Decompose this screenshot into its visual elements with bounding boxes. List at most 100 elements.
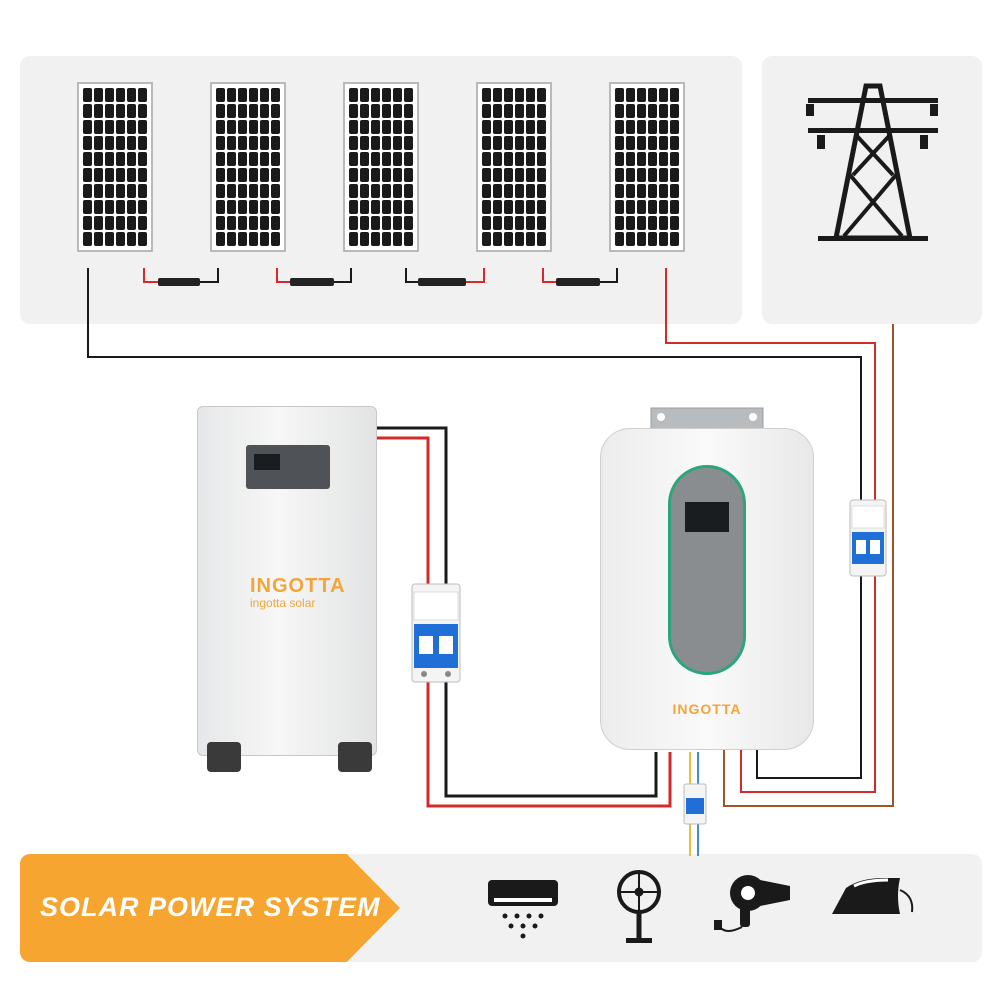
solar-cell	[615, 120, 624, 134]
solar-cell	[105, 184, 114, 198]
solar-cell	[637, 136, 646, 150]
solar-cell	[271, 136, 280, 150]
solar-cell	[515, 120, 524, 134]
solar-cell	[670, 168, 679, 182]
solar-cell	[249, 200, 258, 214]
dc-breaker	[411, 583, 461, 683]
solar-cell	[626, 216, 635, 230]
solar-cell	[127, 200, 136, 214]
solar-cell	[404, 200, 413, 214]
solar-cell	[637, 104, 646, 118]
solar-cell	[626, 184, 635, 198]
solar-cell	[648, 152, 657, 166]
solar-cell	[404, 184, 413, 198]
solar-cell	[94, 168, 103, 182]
solar-cell	[648, 184, 657, 198]
solar-cell	[537, 104, 546, 118]
solar-cell	[227, 232, 236, 246]
solar-cell	[83, 88, 92, 102]
solar-panel-5	[609, 82, 685, 252]
solar-cell	[227, 120, 236, 134]
solar-cell	[349, 168, 358, 182]
solar-cell	[526, 104, 535, 118]
solar-cell	[260, 184, 269, 198]
solar-cell	[216, 200, 225, 214]
solar-cell	[94, 120, 103, 134]
solar-cell	[615, 136, 624, 150]
solar-cell	[659, 88, 668, 102]
solar-cell	[138, 184, 147, 198]
solar-cell	[360, 136, 369, 150]
solar-cell	[626, 104, 635, 118]
solar-cell	[382, 88, 391, 102]
solar-cell	[504, 104, 513, 118]
solar-cell	[382, 232, 391, 246]
solar-cell	[127, 168, 136, 182]
solar-cell	[515, 88, 524, 102]
fan-icon	[617, 870, 661, 943]
battery-positive-wire	[377, 436, 672, 808]
solar-cell	[83, 200, 92, 214]
solar-cell	[482, 152, 491, 166]
mc4-connector-1	[143, 268, 219, 286]
solar-cell	[360, 88, 369, 102]
solar-cell	[371, 232, 380, 246]
solar-cell	[626, 136, 635, 150]
solar-cell	[482, 184, 491, 198]
solar-cell	[249, 232, 258, 246]
solar-cell	[493, 88, 502, 102]
solar-cell	[515, 136, 524, 150]
solar-cell	[349, 120, 358, 134]
solar-cell	[482, 88, 491, 102]
solar-cell	[659, 184, 668, 198]
solar-cell	[393, 168, 402, 182]
solar-cell	[670, 152, 679, 166]
solar-cell	[637, 216, 646, 230]
solar-panel-2	[210, 82, 286, 252]
solar-cell	[537, 216, 546, 230]
solar-cell	[238, 216, 247, 230]
solar-cell	[105, 216, 114, 230]
inverter-logo: INGOTTA	[672, 701, 742, 717]
solar-cell	[526, 168, 535, 182]
solar-cell	[271, 184, 280, 198]
solar-cell	[138, 104, 147, 118]
solar-cell	[526, 184, 535, 198]
solar-cell	[349, 152, 358, 166]
load-breaker	[683, 783, 707, 825]
solar-cell	[482, 216, 491, 230]
solar-cell	[360, 184, 369, 198]
solar-cell	[482, 136, 491, 150]
solar-cell	[260, 232, 269, 246]
solar-cell	[271, 152, 280, 166]
solar-cell	[216, 120, 225, 134]
solar-cell	[105, 104, 114, 118]
solar-cell	[626, 168, 635, 182]
solar-cell	[404, 136, 413, 150]
solar-cell	[360, 216, 369, 230]
solar-cell	[271, 216, 280, 230]
solar-cell	[249, 120, 258, 134]
solar-cell	[227, 184, 236, 198]
solar-cell	[382, 168, 391, 182]
solar-cell	[659, 120, 668, 134]
battery-logo: INGOTTA ingotta solar	[250, 575, 360, 610]
solar-cell	[504, 168, 513, 182]
solar-cell	[515, 104, 524, 118]
solar-cell	[83, 184, 92, 198]
solar-cell	[382, 120, 391, 134]
solar-cell	[138, 200, 147, 214]
solar-cell	[238, 232, 247, 246]
solar-cell	[127, 104, 136, 118]
solar-cell	[504, 88, 513, 102]
solar-cell	[382, 136, 391, 150]
battery-brand: INGOTTA	[250, 575, 346, 597]
solar-cell	[216, 168, 225, 182]
power-tower-icon	[806, 83, 938, 241]
solar-cell	[116, 216, 125, 230]
solar-cell	[648, 200, 657, 214]
solar-cell	[670, 232, 679, 246]
solar-cell	[659, 216, 668, 230]
solar-cell	[260, 168, 269, 182]
air-conditioner-icon	[488, 880, 558, 939]
